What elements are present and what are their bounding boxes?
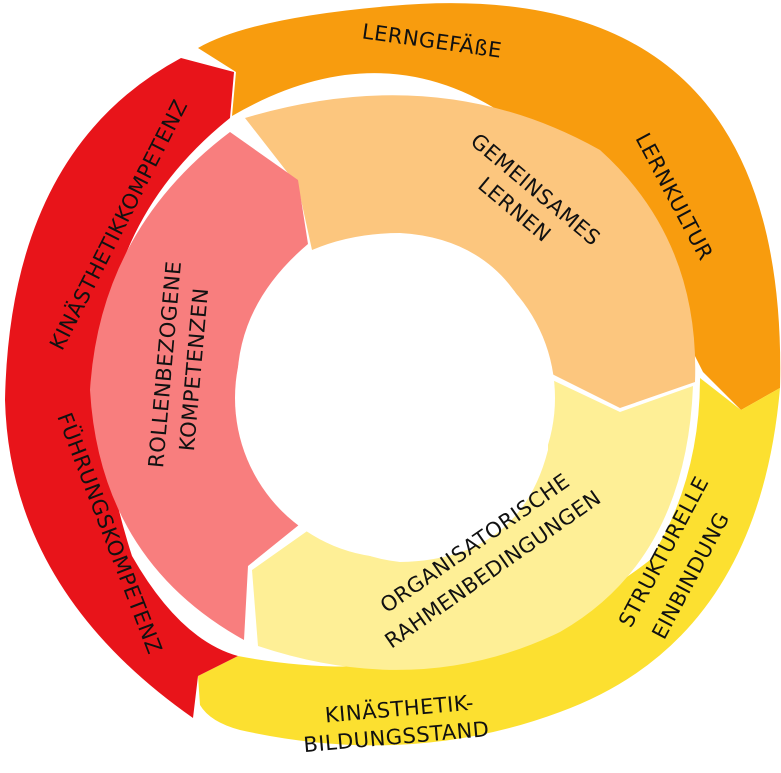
center-circle <box>235 238 555 558</box>
outer-segment-structural-integration <box>198 378 780 746</box>
outer-segment-learning-vessels <box>198 3 781 410</box>
inner-segment-joint-learning <box>245 95 696 409</box>
outer-segment-kinaesthetics-competence <box>5 58 238 718</box>
inner-segment-organisational-conditions <box>252 378 693 670</box>
inner-segment-role-competences <box>90 132 310 640</box>
